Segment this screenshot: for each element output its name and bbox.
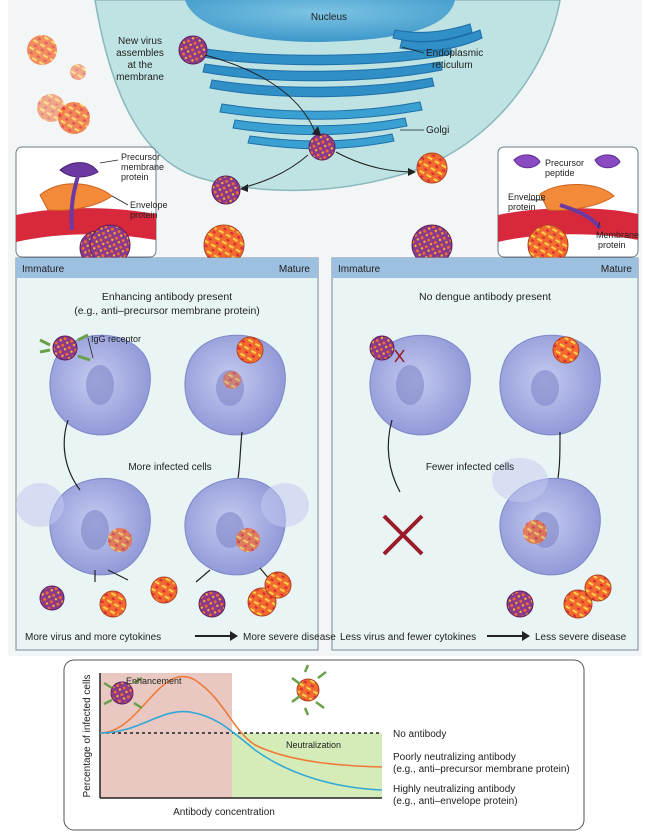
legend-highly-1: Highly neutralizing antibody [393, 784, 515, 795]
right-bar [332, 258, 638, 278]
right-immature-label: Immature [338, 264, 381, 275]
legend-poorly-1: Poorly neutralizing antibody [393, 752, 516, 763]
inset-left-precursor-label-1: Precursor [121, 152, 160, 162]
arrowheads [240, 126, 416, 192]
highly-neutralizing-curve [99, 710, 383, 791]
graph-antibodies-left [103, 676, 143, 710]
x-axis-label: Antibody concentration [173, 807, 275, 818]
right-arrows [387, 419, 561, 493]
right-title: No dengue antibody present [419, 291, 551, 303]
immature-budding-virus [211, 175, 241, 205]
right-bottom-left-label: Less virus and fewer cytokines [340, 632, 476, 643]
left-title-2: (e.g., anti–precursor membrane protein) [74, 305, 260, 317]
right-middle-label: Fewer infected cells [426, 462, 514, 473]
right-bottom-right-label: Less severe disease [535, 632, 627, 643]
blocked-cross [382, 514, 424, 556]
legend-poorly-2: (e.g., anti–precursor membrane protein) [393, 764, 570, 775]
nucleus [185, 0, 455, 42]
new-virus-label-2: assembles [116, 48, 164, 59]
new-virus-particle [178, 35, 208, 65]
er-label-1: Endoplasmic [426, 48, 483, 59]
inset-right-peptide-label-2: peptide [545, 168, 575, 178]
inset-right-envelope-label-1: Envelope [508, 192, 546, 202]
left-immature-label: Immature [22, 264, 65, 275]
right-released-viruses [506, 574, 612, 619]
right-mature-label: Mature [601, 264, 633, 275]
left-released-viruses [39, 571, 292, 618]
inset-right-membrane-label-1: Membrane [596, 230, 639, 240]
graph-immature-virus [110, 681, 134, 705]
y-axis-label: Percentage of infected cells [82, 675, 93, 798]
left-cells [16, 333, 309, 576]
inset-right-peptide-label-1: Precursor [545, 158, 584, 168]
inset-left-envelope-label-1: Envelope [130, 200, 168, 210]
left-mature-label: Mature [279, 264, 311, 275]
enhancement-label: Enhancement [126, 676, 182, 686]
neutralization-label: Neutralization [286, 740, 341, 750]
inset-left-precursor-label-3: protein [121, 172, 149, 182]
inset-right [497, 146, 639, 266]
inset-left-envelope-label-2: protein [130, 210, 158, 220]
new-virus-label-4: membrane [116, 72, 164, 83]
er-label-2: reticulum [432, 60, 473, 71]
legend-no-antibody: No antibody [393, 729, 446, 740]
poorly-neutralizing-curve [99, 675, 383, 768]
left-bar [16, 258, 318, 278]
left-title-1: Enhancing antibody present [102, 291, 232, 303]
endoplasmic-reticulum [197, 23, 483, 98]
right-cells [369, 334, 601, 576]
mature-budding-virus [416, 152, 448, 184]
new-virus-label-3: at the [127, 60, 152, 71]
inset-left-precursor-label-2: membrane [121, 162, 164, 172]
graph-mature-virus [296, 678, 320, 702]
nucleus-label: Nucleus [311, 12, 347, 23]
legend-highly-2: (e.g., anti–envelope protein) [393, 796, 518, 807]
new-virus-label-1: New virus [118, 36, 162, 47]
inset-right-envelope-label-2: protein [508, 202, 536, 212]
left-bottom-left-label: More virus and more cytokines [25, 632, 161, 643]
igg-receptor-label: IgG receptor [91, 334, 141, 344]
floating-viruses [27, 35, 90, 134]
golgi-label: Golgi [426, 125, 449, 136]
inset-right-membrane-label-2: protein [598, 240, 626, 250]
graph-antibodies-right [291, 664, 327, 716]
left-bottom-right-label: More severe disease [243, 632, 336, 643]
left-middle-label: More infected cells [128, 462, 211, 473]
golgi-virus-particle [308, 133, 336, 161]
